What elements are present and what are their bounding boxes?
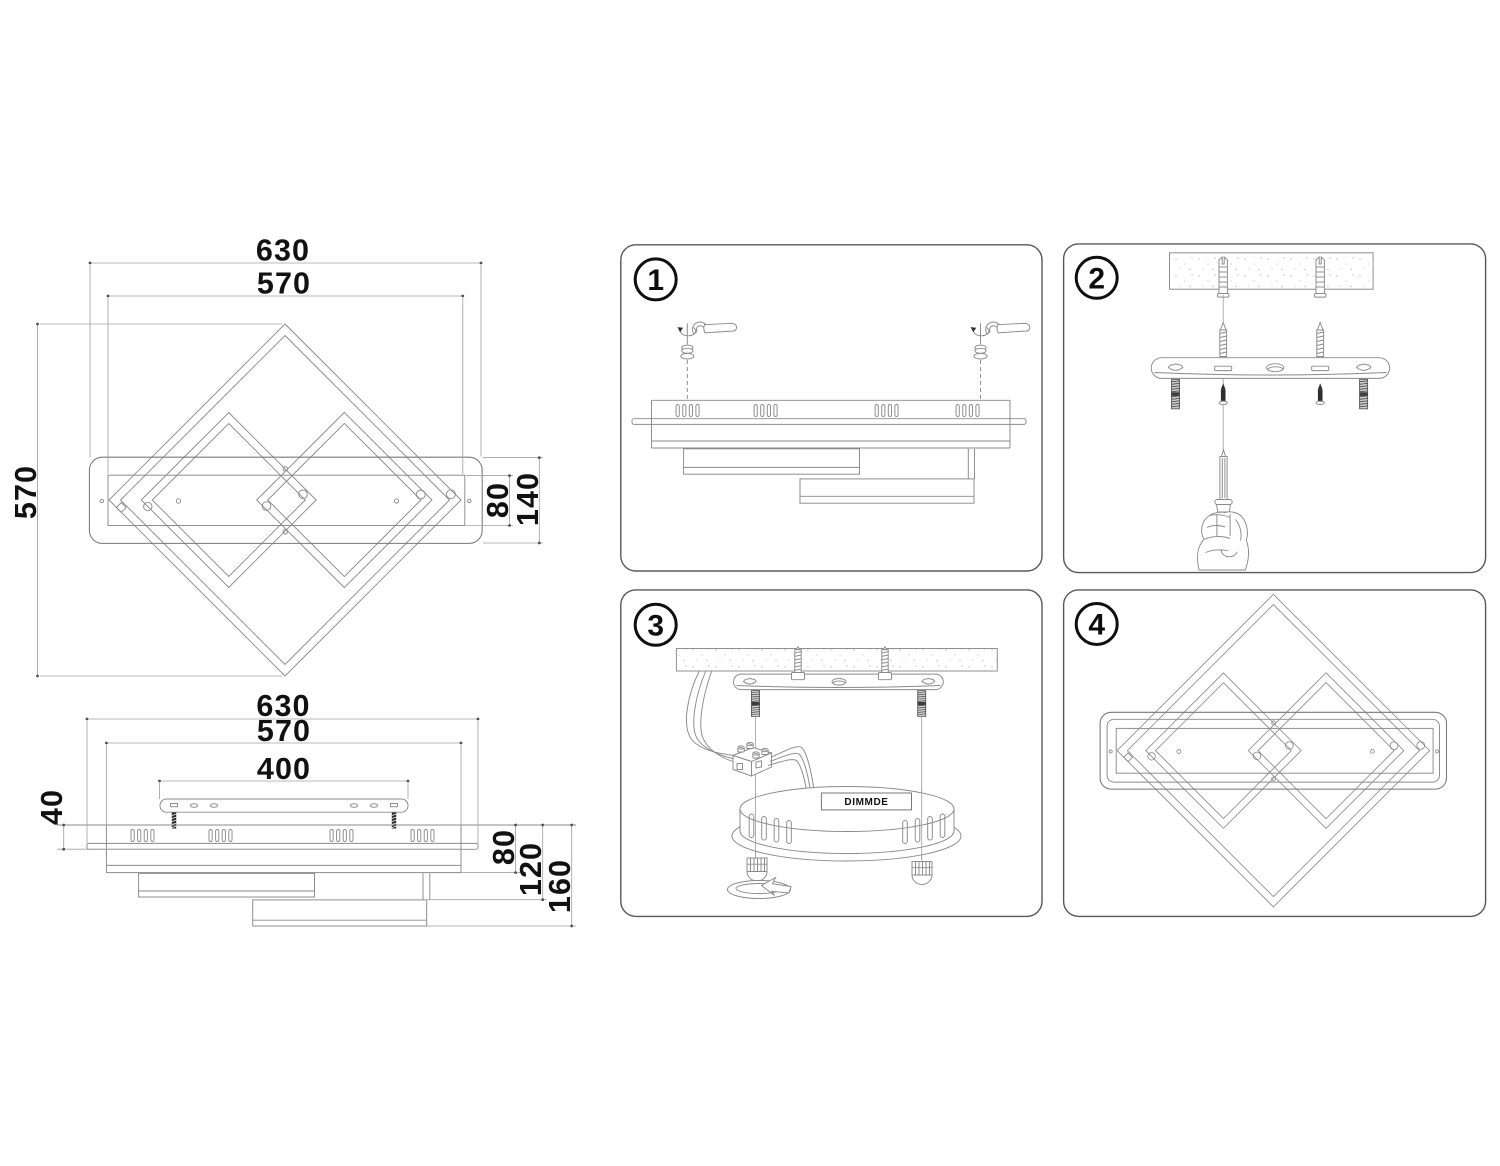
svg-text:2: 2 <box>1088 262 1105 295</box>
svg-text:4: 4 <box>1088 609 1105 642</box>
svg-text:120: 120 <box>514 842 548 896</box>
svg-text:570: 570 <box>257 714 311 748</box>
svg-text:40: 40 <box>35 789 69 825</box>
svg-text:570: 570 <box>9 465 43 519</box>
svg-text:630: 630 <box>256 234 310 268</box>
svg-text:3: 3 <box>647 609 664 642</box>
svg-text:160: 160 <box>543 859 577 913</box>
svg-text:630: 630 <box>256 689 310 723</box>
svg-text:570: 570 <box>257 267 311 301</box>
svg-text:80: 80 <box>481 482 515 518</box>
svg-text:140: 140 <box>511 472 545 526</box>
svg-text:DIMMDE: DIMMDE <box>844 797 888 808</box>
svg-text:1: 1 <box>647 264 664 297</box>
svg-text:400: 400 <box>257 752 311 786</box>
svg-text:80: 80 <box>487 829 521 865</box>
